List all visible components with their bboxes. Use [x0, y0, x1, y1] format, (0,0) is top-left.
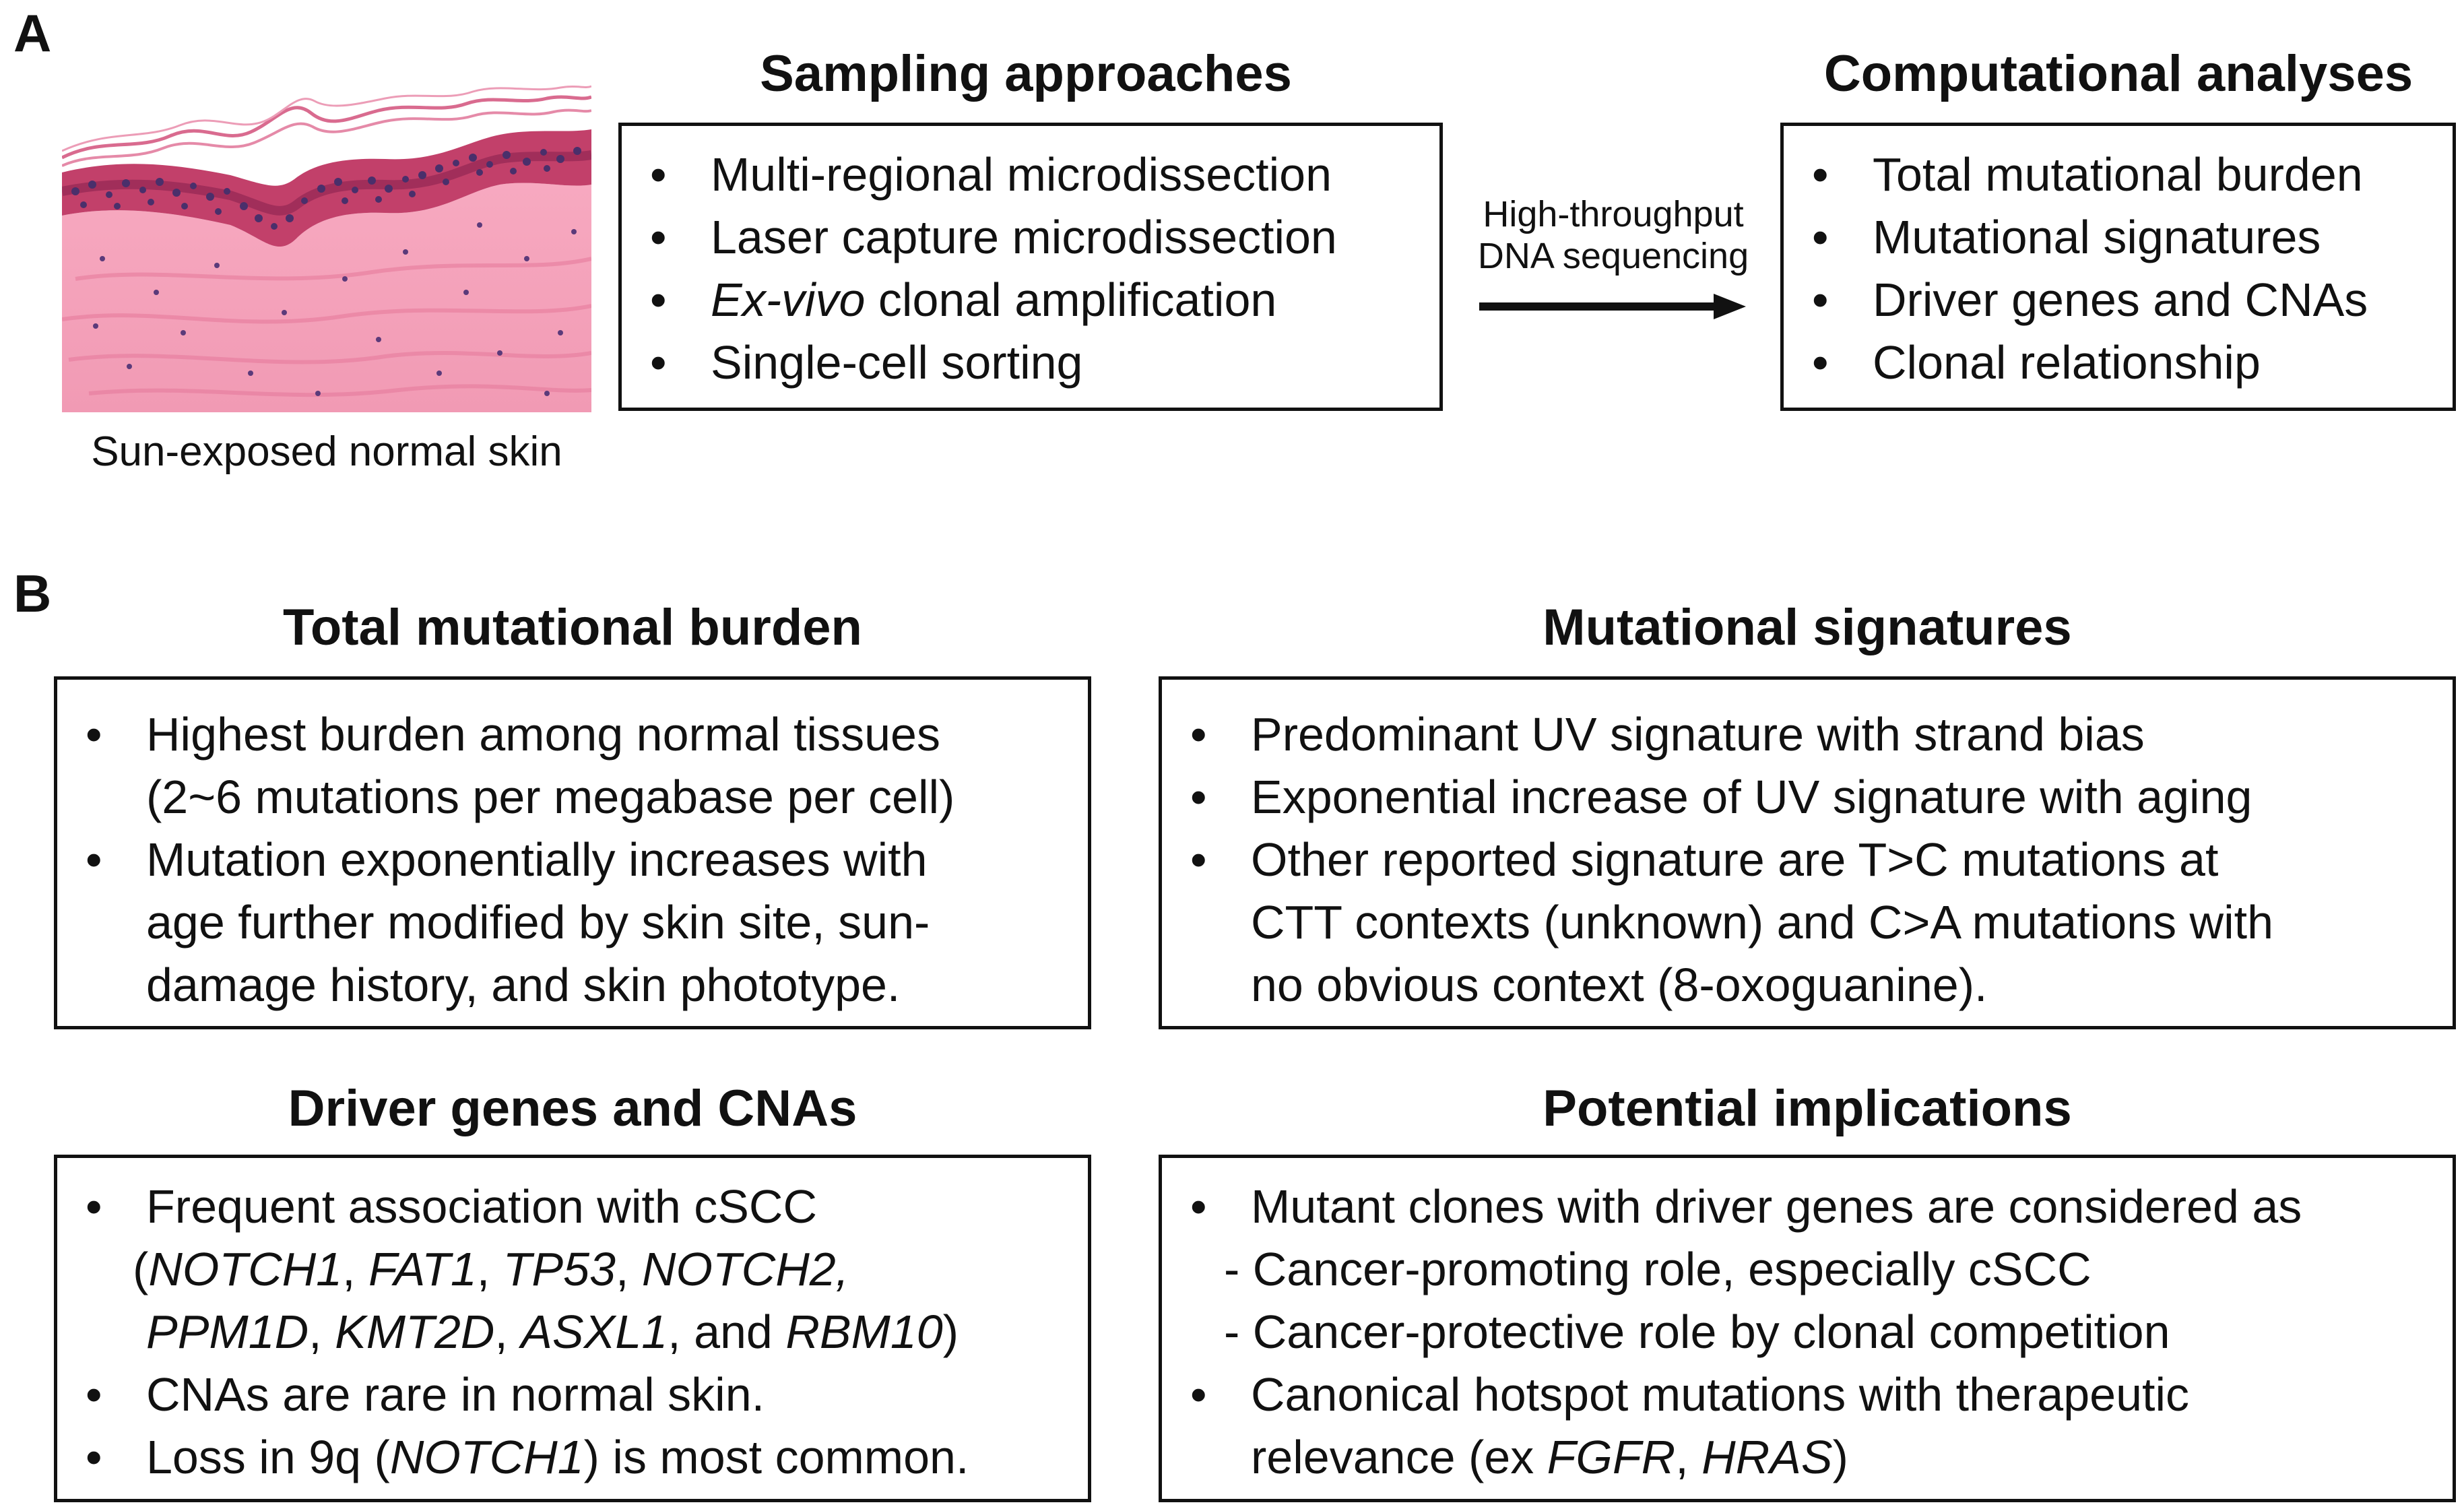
burden-item: Mutation exponentially increases with — [57, 829, 1088, 891]
gene-name: RBM10 — [785, 1306, 943, 1358]
analysis-item: Total mutational burden — [1784, 143, 2453, 206]
signatures-item: Other reported signature are T>C mutatio… — [1162, 829, 2453, 891]
gene-name: PPM1D — [146, 1306, 309, 1358]
signatures-item-cont: CTT contexts (unknown) and C>A mutations… — [1251, 896, 2274, 949]
signatures-item-cont: no obvious context (8-oxoguanine). — [1251, 959, 1988, 1011]
burden-item: Highest burden among normal tissues — [57, 703, 1088, 766]
sampling-item: Multi-regional microdissection — [622, 143, 1439, 206]
sampling-item: Single-cell sorting — [622, 331, 1439, 394]
implications-subitem: - Cancer-promoting role, especially cSCC — [1224, 1243, 2092, 1295]
analysis-item: Mutational signatures — [1784, 206, 2453, 269]
gene-name: FGFR — [1547, 1431, 1676, 1483]
analysis-item: Driver genes and CNAs — [1784, 269, 2453, 331]
signatures-title: Mutational signatures — [1543, 599, 2072, 656]
implications-item-cont: relevance (ex FGFR, HRAS) — [1251, 1431, 1848, 1483]
drivers-gene-list: PPM1D, KMT2D, ASXL1, and RBM10) — [146, 1306, 959, 1358]
burden-title: Total mutational burden — [283, 599, 862, 656]
burden-item-cont: damage history, and skin phototype. — [146, 959, 901, 1011]
skin-histology-image — [62, 57, 591, 412]
drivers-gene-list: (NOTCH1, FAT1, TP53, NOTCH2, — [133, 1243, 849, 1295]
computational-analyses-box: Total mutational burden Mutational signa… — [1780, 123, 2456, 411]
drivers-item: Frequent association with cSCC — [57, 1176, 1088, 1238]
gene-name: TP53 — [502, 1243, 616, 1295]
arrow-right-icon — [1479, 294, 1746, 319]
implications-item: Mutant clones with driver genes are cons… — [1162, 1176, 2453, 1238]
burden-item-cont: (2~6 mutations per megabase per cell) — [146, 771, 955, 823]
implications-box: Mutant clones with driver genes are cons… — [1159, 1155, 2456, 1502]
signatures-box: Predominant UV signature with strand bia… — [1159, 676, 2456, 1029]
sampling-approaches-title: Sampling approaches — [760, 45, 1292, 102]
implications-item: Canonical hotspot mutations with therape… — [1162, 1363, 2453, 1426]
burden-item-cont: age further modified by skin site, sun- — [146, 896, 930, 949]
computational-analyses-title: Computational analyses — [1823, 45, 2413, 102]
gene-name: HRAS — [1701, 1431, 1833, 1483]
sampling-approaches-box: Multi-regional microdissection Laser cap… — [618, 123, 1443, 411]
drivers-box: Frequent association with cSCC (NOTCH1, … — [54, 1155, 1091, 1502]
implications-title: Potential implications — [1543, 1080, 2072, 1137]
drivers-item: CNAs are rare in normal skin. — [57, 1363, 1088, 1426]
gene-name: FAT1 — [368, 1243, 477, 1295]
gene-name: NOTCH2, — [641, 1243, 849, 1295]
signatures-item: Exponential increase of UV signature wit… — [1162, 766, 2453, 829]
gene-name: ASXL1 — [521, 1306, 668, 1358]
drivers-item: Loss in 9q (NOTCH1) is most common. — [57, 1426, 1088, 1489]
signatures-item: Predominant UV signature with strand bia… — [1162, 703, 2453, 766]
image-caption: Sun-exposed normal skin — [91, 428, 562, 475]
implications-subitem: - Cancer-protective role by clonal compe… — [1224, 1306, 2170, 1358]
gene-name: KMT2D — [335, 1306, 495, 1358]
arrow-label: High-throughput DNA sequencing — [1477, 194, 1749, 276]
sampling-item: Laser capture microdissection — [622, 206, 1439, 269]
burden-box: Highest burden among normal tissues (2~6… — [54, 676, 1091, 1029]
panel-b-label: B — [13, 564, 52, 623]
panel-a-label: A — [13, 3, 52, 63]
drivers-title: Driver genes and CNAs — [288, 1080, 857, 1137]
analysis-item: Clonal relationship — [1784, 331, 2453, 394]
sampling-item: Ex-vivo clonal amplification — [622, 269, 1439, 331]
gene-name: NOTCH1 — [148, 1243, 343, 1295]
gene-name: NOTCH1 — [389, 1431, 584, 1483]
